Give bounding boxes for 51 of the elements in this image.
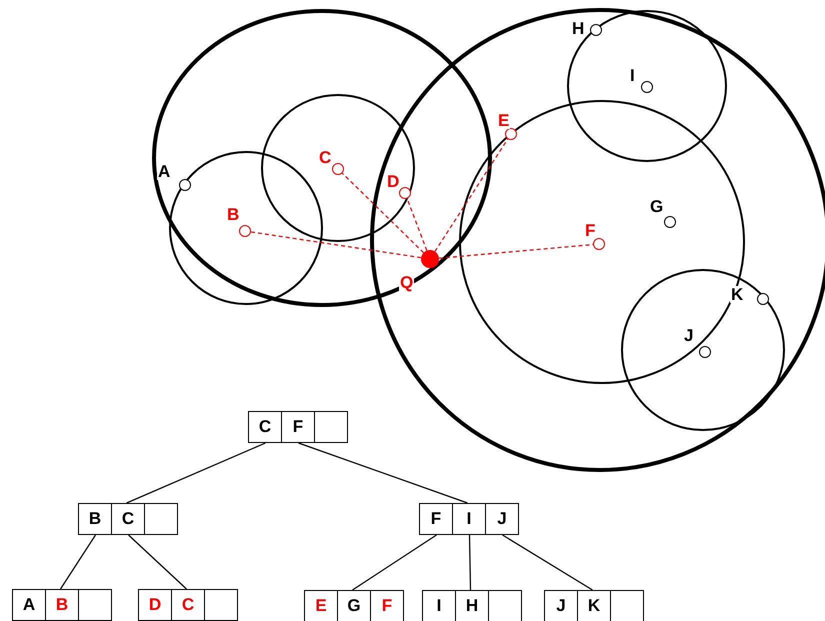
key-cell: I (452, 503, 486, 535)
key-cell: B (78, 503, 112, 535)
key-cell: F (419, 503, 453, 535)
point-marker (179, 179, 191, 191)
key-cell: B (45, 589, 79, 621)
point-label: H (571, 20, 586, 37)
key-cell: A (12, 589, 46, 621)
distance-line (434, 138, 508, 252)
point-label: A (157, 163, 172, 180)
point-label: Q (399, 274, 414, 291)
point-marker (505, 128, 517, 140)
point-marker (641, 81, 653, 93)
distance-line (342, 172, 424, 254)
point-label: J (683, 327, 694, 344)
point-label: E (497, 112, 510, 129)
point-marker (399, 187, 411, 199)
point-label: C (318, 149, 332, 166)
key-cell: D (138, 589, 172, 621)
tree-link (502, 534, 593, 591)
distance-line (438, 244, 594, 259)
key-cell: J (485, 503, 519, 535)
point-label: G (649, 198, 664, 215)
key-cell: I (422, 590, 456, 621)
key-cell: C (248, 411, 282, 443)
point-marker (239, 225, 251, 237)
point-label: F (584, 222, 596, 239)
point-marker (332, 163, 344, 175)
tree-link (298, 442, 468, 504)
key-cell: F (281, 411, 315, 443)
point-label: I (629, 67, 636, 84)
point-marker (699, 346, 711, 358)
tree-link (468, 534, 472, 590)
tree-link (126, 442, 266, 504)
key-cell: E (304, 590, 338, 621)
distance-line (250, 231, 422, 258)
key-cell: J (544, 590, 578, 621)
key-cell: F (370, 590, 404, 621)
tree-link (60, 534, 96, 590)
key-cell: C (171, 589, 205, 621)
point-label: K (730, 286, 744, 303)
point-marker (421, 250, 439, 268)
point-marker (593, 238, 605, 250)
distance-line (406, 198, 428, 251)
tree-link (352, 534, 437, 590)
point-label: D (386, 173, 400, 190)
tree-link (128, 534, 187, 590)
point-marker (590, 24, 602, 36)
point-label: B (226, 206, 240, 223)
point-marker (664, 216, 676, 228)
point-marker (757, 293, 769, 305)
key-cell: C (111, 503, 145, 535)
